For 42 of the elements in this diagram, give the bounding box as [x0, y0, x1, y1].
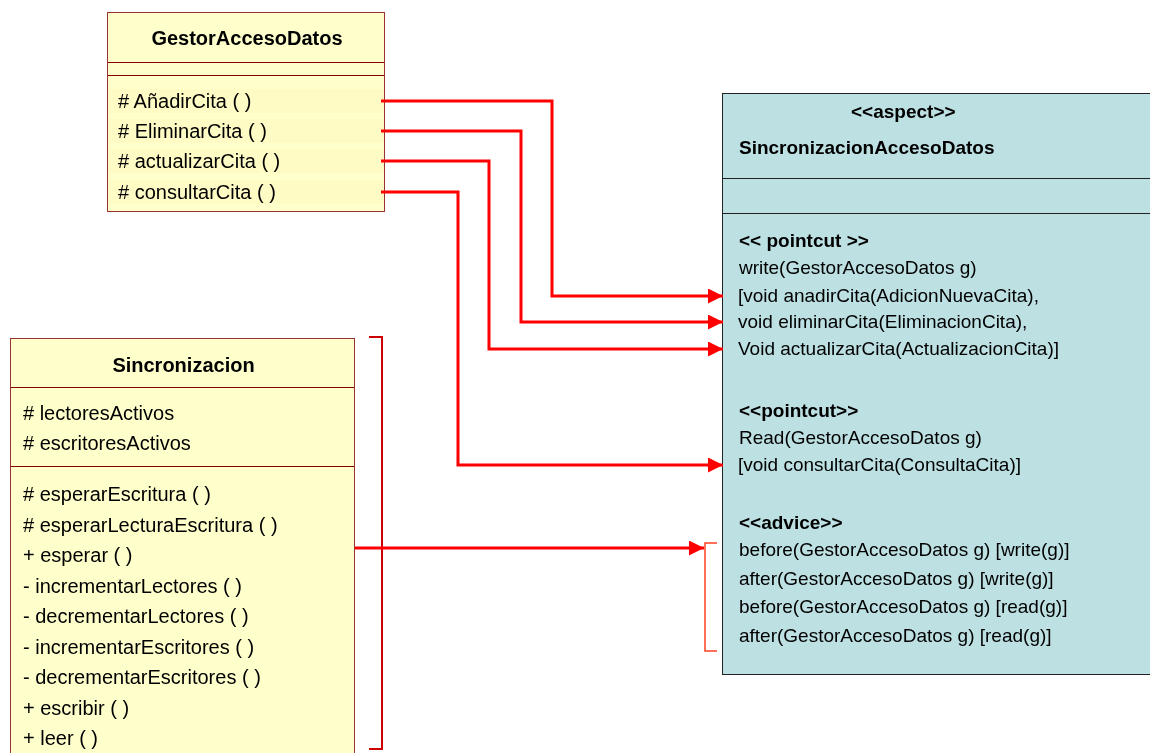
- operation-text: - decrementarLectores ( ): [23, 604, 249, 628]
- arrow: [381, 129, 723, 330]
- stereotype-label: << pointcut >>: [739, 229, 869, 253]
- operation-row: [108, 149, 384, 173]
- arrow: [381, 190, 723, 473]
- operation-text: + escribir ( ): [23, 695, 130, 720]
- arrow: [381, 159, 723, 357]
- operation-row: [108, 180, 384, 204]
- operation-text: + esperar ( ): [23, 543, 133, 567]
- operation-text: - incrementarEscritores ( ): [23, 634, 255, 659]
- operation-row: [108, 119, 384, 143]
- pointcut-signature: void eliminarCita(EliminacionCita),: [738, 311, 1028, 332]
- pointcut-signature: Void actualizarCita(ActualizacionCita)]: [738, 338, 1060, 359]
- advice-signature: before(GestorAccesoDatos g) [write(g)]: [739, 538, 1070, 562]
- advice-signature: before(GestorAccesoDatos g) [read(g)]: [739, 595, 1068, 619]
- operation-text: # actualizarCita ( ): [118, 150, 281, 172]
- operation-row: [108, 89, 384, 113]
- arrow: [381, 99, 723, 304]
- operation-text: - incrementarLectores ( ): [23, 573, 242, 598]
- class-name: GestorAccesoDatos: [151, 26, 343, 50]
- class-name: SincronizacionAccesoDatos: [739, 136, 995, 160]
- class-box: [107, 12, 385, 212]
- stereotype-label: <<pointcut>>: [739, 399, 859, 423]
- class-name: Sincronizacion: [112, 353, 255, 377]
- stereotype-label: <<aspect>>: [851, 100, 956, 124]
- operation-text: # EliminarCita ( ): [118, 120, 267, 142]
- operation-text: # AñadirCita ( ): [118, 90, 252, 112]
- pointcut-signature: [void consultarCita(ConsultaCita)]: [738, 454, 1021, 475]
- operation-text: - decrementarEscritores ( ): [23, 665, 261, 689]
- pointcut-signature: [void anadirCita(AdicionNuevaCita),: [738, 285, 1039, 306]
- operation-text: # esperarLecturaEscritura ( ): [23, 512, 278, 537]
- attribute-text: # lectoresActivos: [23, 401, 175, 425]
- arrow: [355, 540, 704, 556]
- pointcut-signature: Read(GestorAccesoDatos g): [739, 426, 982, 450]
- attribute-text: # escritoresActivos: [23, 431, 191, 455]
- stereotype-label: <<advice>>: [739, 511, 843, 535]
- pointcut-signature: write(GestorAccesoDatos g): [739, 256, 977, 280]
- advice-signature: after(GestorAccesoDatos g) [write(g)]: [739, 566, 1054, 591]
- operation-text: # consultarCita ( ): [118, 181, 276, 203]
- advice-signature: after(GestorAccesoDatos g) [read(g)]: [739, 623, 1052, 648]
- operation-text: + leer ( ): [23, 726, 99, 750]
- operation-text: # esperarEscritura ( ): [23, 482, 211, 506]
